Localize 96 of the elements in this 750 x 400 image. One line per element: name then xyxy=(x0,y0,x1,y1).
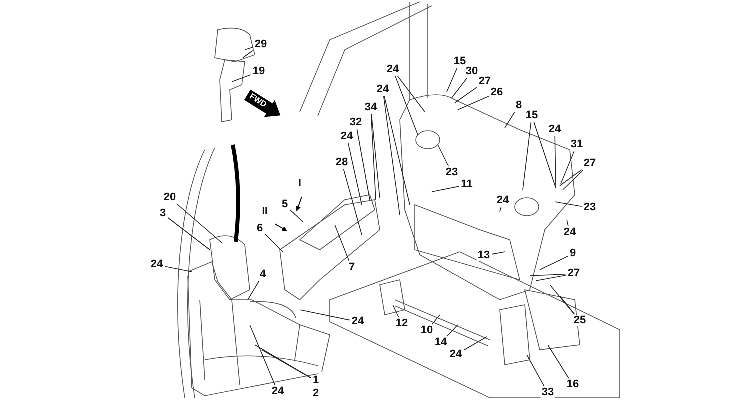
callout-number: 23 xyxy=(444,168,460,178)
callout-number: 24 xyxy=(496,196,510,206)
leader-line xyxy=(248,281,260,300)
callout-number: 33 xyxy=(540,388,556,398)
callout-number: 20 xyxy=(162,192,178,204)
callout-number: 9 xyxy=(568,248,578,260)
leader-line xyxy=(560,151,575,184)
leader-line xyxy=(446,68,458,92)
view-marker: II xyxy=(262,207,268,217)
callout-number: 32 xyxy=(348,118,364,128)
leader-line xyxy=(438,144,450,167)
callout-number: 24 xyxy=(340,132,354,142)
callout-number: 24 xyxy=(270,386,286,398)
view-marker: I xyxy=(298,179,302,189)
callout-number: 23 xyxy=(582,202,598,214)
callout-number: 24 xyxy=(448,350,464,360)
leader-line xyxy=(504,112,516,128)
callout-number: 27 xyxy=(478,76,492,88)
leader-line xyxy=(164,266,192,272)
callout-number: 19 xyxy=(252,66,266,78)
callout-number: 11 xyxy=(460,180,474,190)
callout-number: 31 xyxy=(570,140,584,150)
leader-line xyxy=(244,47,254,50)
callout-number: 24 xyxy=(562,228,578,238)
callout-number: 4 xyxy=(258,270,268,280)
callout-number: 2 xyxy=(312,388,320,400)
leader-line xyxy=(492,252,506,255)
callout-number: 24 xyxy=(386,64,400,76)
callout-number: 6 xyxy=(256,224,264,234)
leader-line xyxy=(250,324,276,386)
callout-number: 1 xyxy=(312,376,320,386)
callout-number: 24 xyxy=(376,84,390,96)
callout-number: 10 xyxy=(420,326,434,336)
callout-number: 5 xyxy=(280,200,290,210)
leader-line xyxy=(550,284,575,315)
leader-line xyxy=(348,143,362,206)
direction-label: FWD xyxy=(248,92,268,110)
leader-line xyxy=(452,78,468,98)
callout-number: 24 xyxy=(548,124,562,136)
callout-number: 30 xyxy=(464,66,480,78)
callout-number: 15 xyxy=(452,56,468,68)
leader-line xyxy=(566,220,569,227)
callout-number: 27 xyxy=(566,268,582,280)
callout-number: 24 xyxy=(150,260,164,270)
leader-line xyxy=(343,169,362,236)
leader-line xyxy=(395,76,418,136)
leader-line xyxy=(334,224,350,262)
callout-number: 28 xyxy=(334,158,350,168)
leader-line xyxy=(300,310,350,321)
leader-line xyxy=(464,336,488,351)
leader-line xyxy=(371,114,380,198)
leader-line xyxy=(290,209,304,222)
callout-number: 27 xyxy=(582,158,598,170)
callout-number: 14 xyxy=(434,338,448,348)
leader-line xyxy=(560,170,582,186)
callout-number: 24 xyxy=(350,316,366,328)
callout-number: 25 xyxy=(572,316,588,326)
leader-line xyxy=(242,50,254,58)
callout-number: 34 xyxy=(364,102,378,114)
leader-line xyxy=(384,96,410,206)
leader-line xyxy=(177,204,222,244)
callout-number: 12 xyxy=(394,318,410,330)
leader-line xyxy=(454,87,478,104)
leader-line xyxy=(432,314,440,325)
leader-line xyxy=(536,275,566,282)
leader-line xyxy=(548,344,570,379)
callout-number: 3 xyxy=(158,208,168,220)
callout-number: 15 xyxy=(524,110,540,122)
callout-number: 16 xyxy=(566,380,580,390)
leader-line xyxy=(540,256,568,270)
leader-line xyxy=(446,324,458,337)
leader-line xyxy=(562,170,584,190)
leader-line xyxy=(554,136,556,186)
leader-line xyxy=(262,350,312,378)
leader-line xyxy=(356,129,370,200)
leader-line xyxy=(534,122,556,188)
callout-number: 26 xyxy=(490,88,504,98)
leader-line xyxy=(432,186,460,192)
leader-line xyxy=(560,296,576,315)
leader-line xyxy=(168,217,210,250)
leader-line xyxy=(383,96,400,216)
leader-line xyxy=(232,74,252,82)
callout-number: 13 xyxy=(476,250,492,262)
leader-line xyxy=(264,234,284,252)
leader-line xyxy=(554,202,582,207)
leader-line xyxy=(500,207,502,212)
callout-number: 29 xyxy=(254,40,268,50)
callout-number: 8 xyxy=(514,100,524,112)
leader-line xyxy=(526,354,545,387)
leader-line xyxy=(458,96,490,110)
leader-line xyxy=(398,76,426,112)
leader-line xyxy=(392,304,400,318)
leader-line xyxy=(522,122,532,190)
leader-line xyxy=(370,114,376,200)
callout-number: 7 xyxy=(348,262,356,274)
leader-line xyxy=(530,274,566,276)
